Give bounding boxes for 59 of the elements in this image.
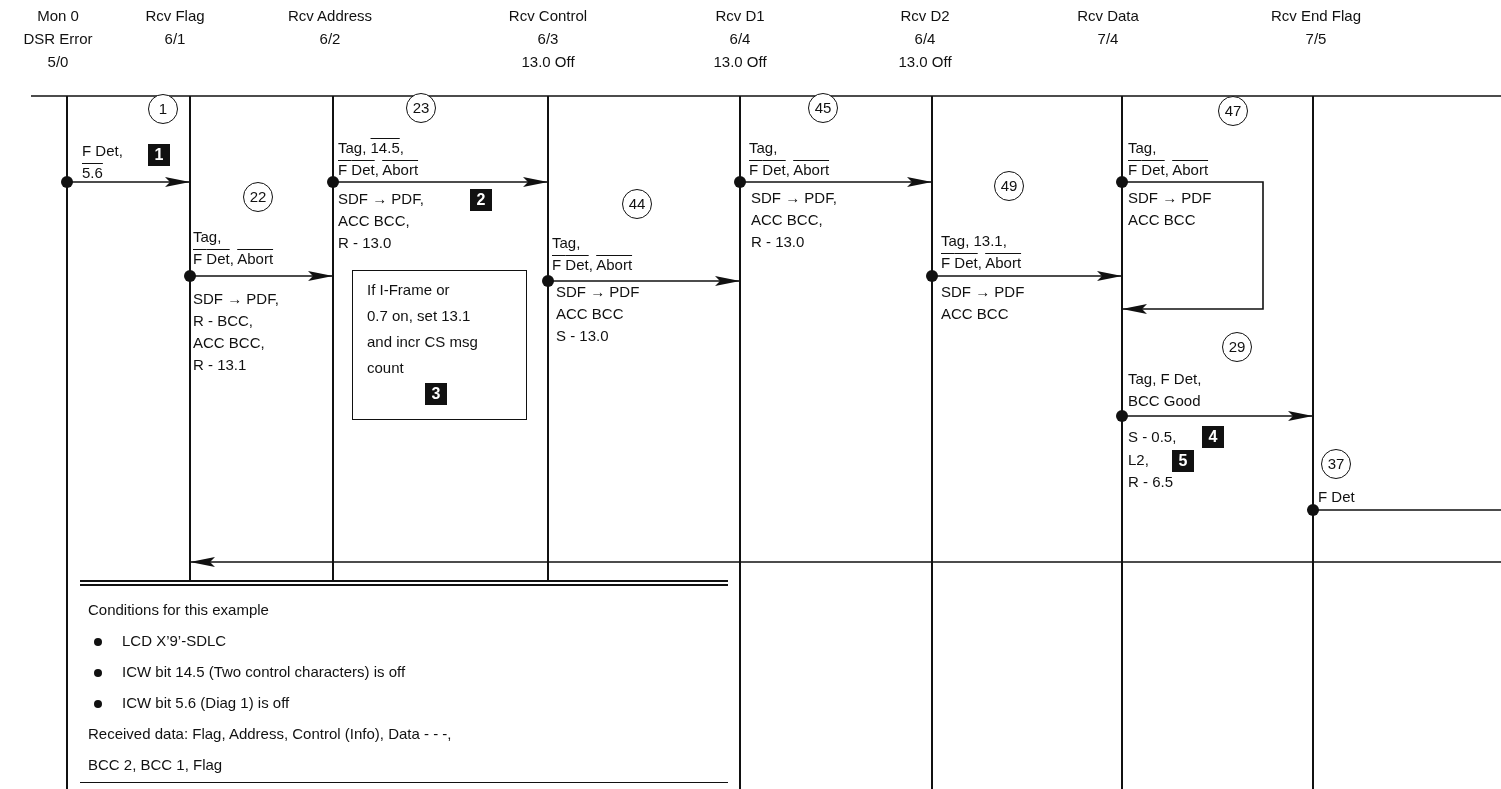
edge-label: F Det [1318, 487, 1355, 507]
action-text: SDF → PDF, [338, 189, 424, 209]
state-label: Rcv D2 6/4 13.0 Off [897, 6, 953, 72]
callout-number: 4 [1202, 426, 1224, 448]
edge-label: Tag, 13.1, F Det, Abort [941, 231, 1022, 273]
transition-arrow [734, 176, 933, 188]
transition-arrow [184, 270, 334, 282]
action-text: SDF → PDF, R - BCC, ACC BCC, R - 13.1 [193, 289, 279, 375]
transition-arrow [926, 270, 1123, 282]
action-text: SDF → PDF ACC BCC [1128, 188, 1212, 230]
edge-label: Tag, F Det, Abort [552, 233, 633, 275]
action-text: L2, [1128, 450, 1149, 470]
bullet-item: LCD X’9’-SDLC [88, 625, 227, 656]
step-number: 1 [148, 94, 178, 124]
edge-label: Tag, F Det, BCC Good [1128, 369, 1202, 411]
step-number: 47 [1218, 96, 1248, 126]
panel-heading: Conditions for this example [88, 600, 269, 620]
edge-label: F Det, 5.6 [82, 141, 123, 183]
note-text: Received data: Flag, Address, Control (Info), Data - - -, BCC 2, BCC 1, Flag [88, 724, 452, 775]
note-text: If I-Frame or 0.7 on, set 13.1 and incr CS msg count [367, 281, 478, 376]
action-text: SDF → PDF, ACC BCC, R - 13.0 [751, 188, 837, 252]
action-text: SDF → PDF ACC BCC [941, 282, 1025, 324]
action-text: ACC BCC, R - 13.0 [338, 211, 410, 253]
step-number: 37 [1321, 449, 1351, 479]
bullet-item: ICW bit 5.6 (Diag 1) is off [88, 687, 290, 718]
step-number: 29 [1222, 332, 1252, 362]
action-text: S - 0.5, [1128, 427, 1177, 447]
transition-arrow [542, 275, 741, 287]
transition-arrow [327, 176, 549, 188]
transition-line [1307, 504, 1501, 516]
callout-number: 2 [470, 189, 492, 211]
callout-number: 3 [425, 383, 447, 405]
conditions-panel [80, 580, 728, 783]
step-number: 22 [243, 182, 273, 212]
state-label: Rcv Address 6/2 [286, 6, 374, 49]
step-number: 45 [808, 93, 838, 123]
transition-arrow [61, 176, 191, 188]
state-label: Rcv Control 6/3 13.0 Off [507, 6, 589, 72]
action-text: R - 6.5 [1128, 472, 1173, 492]
bullet-item: ICW bit 14.5 (Two control characters) is off [88, 656, 406, 687]
edge-label: Tag, 14.5, F Det, Abort [338, 138, 419, 180]
step-number: 23 [406, 93, 436, 123]
transition-arrow [1116, 176, 1264, 314]
note-box [352, 270, 527, 420]
state-label: Mon 0 DSR Error 5/0 [22, 6, 94, 72]
callout-number: 1 [148, 144, 170, 166]
state-label: Rcv D1 6/4 13.0 Off [712, 6, 768, 72]
transition-arrow [1116, 410, 1314, 422]
step-number: 49 [994, 171, 1024, 201]
state-label: Rcv Data 7/4 [1076, 6, 1140, 49]
transition-arrow [189, 557, 1501, 567]
edge-label: Tag, F Det, Abort [749, 138, 830, 180]
edge-label: Tag, F Det, Abort [1128, 138, 1209, 180]
step-number: 44 [622, 189, 652, 219]
state-label: Rcv Flag 6/1 [144, 6, 206, 49]
action-text: SDF → PDF ACC BCC S - 13.0 [556, 282, 640, 346]
callout-number: 5 [1172, 450, 1194, 472]
state-label: Rcv End Flag 7/5 [1269, 6, 1362, 49]
edge-label: Tag, F Det, Abort [193, 227, 274, 269]
